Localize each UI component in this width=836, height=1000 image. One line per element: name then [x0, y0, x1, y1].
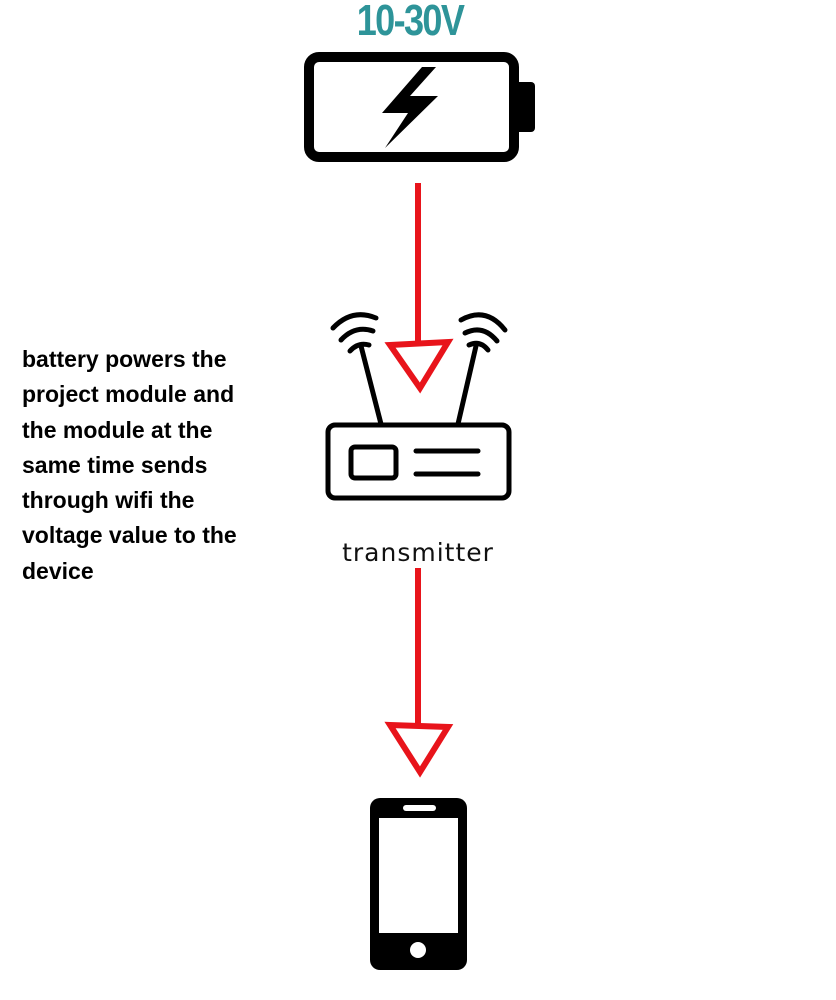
wifi-router-icon [325, 312, 512, 501]
transmitter-label: transmitter [342, 538, 494, 567]
battery-charging-icon [304, 52, 535, 162]
arrow-transmitter-to-device [384, 568, 454, 778]
arrow-battery-to-transmitter [384, 183, 454, 394]
smartphone-icon [370, 798, 467, 970]
voltage-label: 10-30V [356, 0, 465, 45]
description-text: battery powers the project module and th… [22, 346, 237, 584]
